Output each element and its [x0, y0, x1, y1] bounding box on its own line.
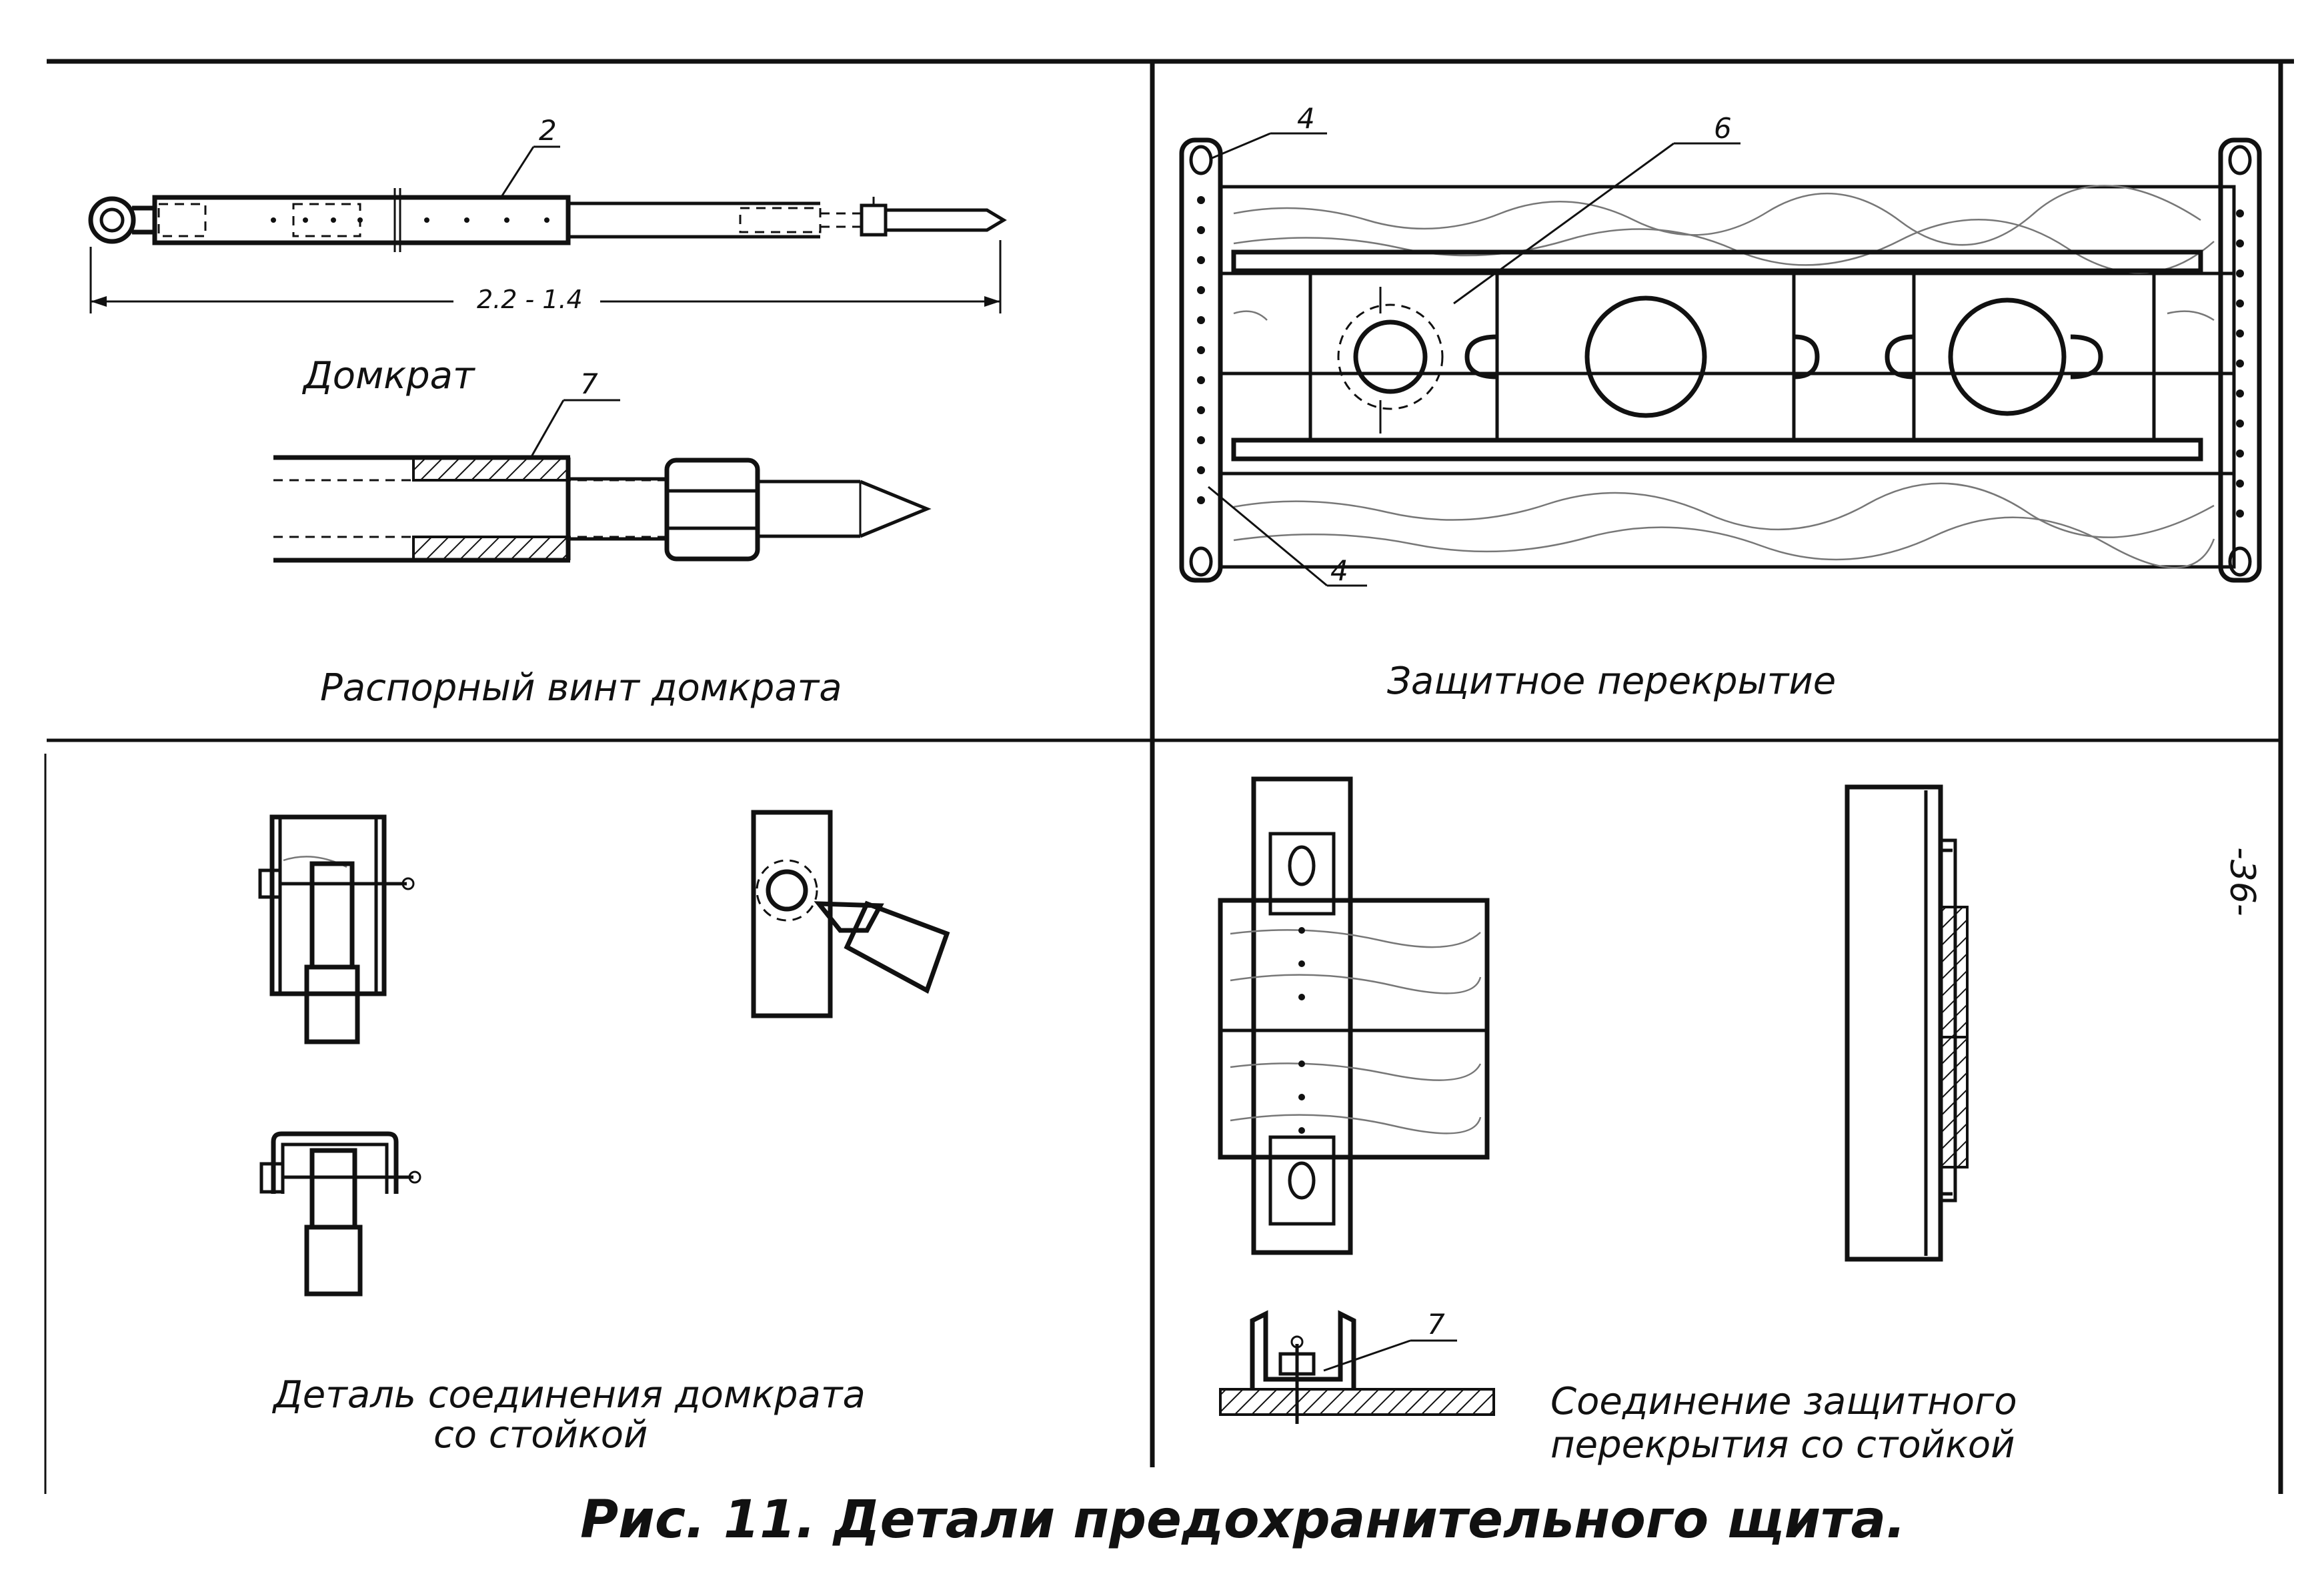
frame: [44, 59, 2294, 1494]
jack-joint-caption-line1: Деталь соединения домкрата: [271, 1373, 866, 1417]
cover-callout-top-left: 4: [1297, 102, 1315, 135]
jack-callout: 2: [539, 114, 557, 147]
cover-joint-caption-line1: Соединение защитного: [1550, 1380, 2017, 1423]
jack-caption: Домкрат: [301, 354, 475, 398]
cover-caption: Защитное перекрытие: [1387, 660, 1836, 703]
cover-joint-caption-line2: перекрытия со стойкой: [1550, 1423, 2015, 1467]
cover-joint-callout: 7: [1427, 1308, 1445, 1341]
cover-callout-bottom: 4: [1330, 554, 1348, 587]
screw-callout: 7: [580, 367, 598, 400]
figure-caption: Рис. 11. Детали предохранительного щита.: [580, 1490, 1906, 1550]
jack-joint-caption-line2: со стойкой: [433, 1413, 648, 1457]
cover-joint-drawing: 7 Соединение защитного перекрытия со сто…: [1218, 776, 2017, 1467]
screw-drawing: 7 Распорный винт домкрата: [273, 367, 932, 710]
jack-dimension: 2.2 - 1.4: [477, 285, 583, 314]
page-number: -36-: [2222, 847, 2262, 916]
cover-drawing: 4 6 4 Защитное перекрытие: [1179, 102, 2262, 703]
screw-caption: Распорный винт домкрата: [320, 666, 842, 710]
jack-drawing: 2 2.2 - 1.4 Домкрат: [88, 114, 1007, 398]
cover-callout-top: 6: [1714, 112, 1732, 145]
jack-joint-drawing: Деталь соединения домкрата со стойкой: [258, 810, 950, 1457]
